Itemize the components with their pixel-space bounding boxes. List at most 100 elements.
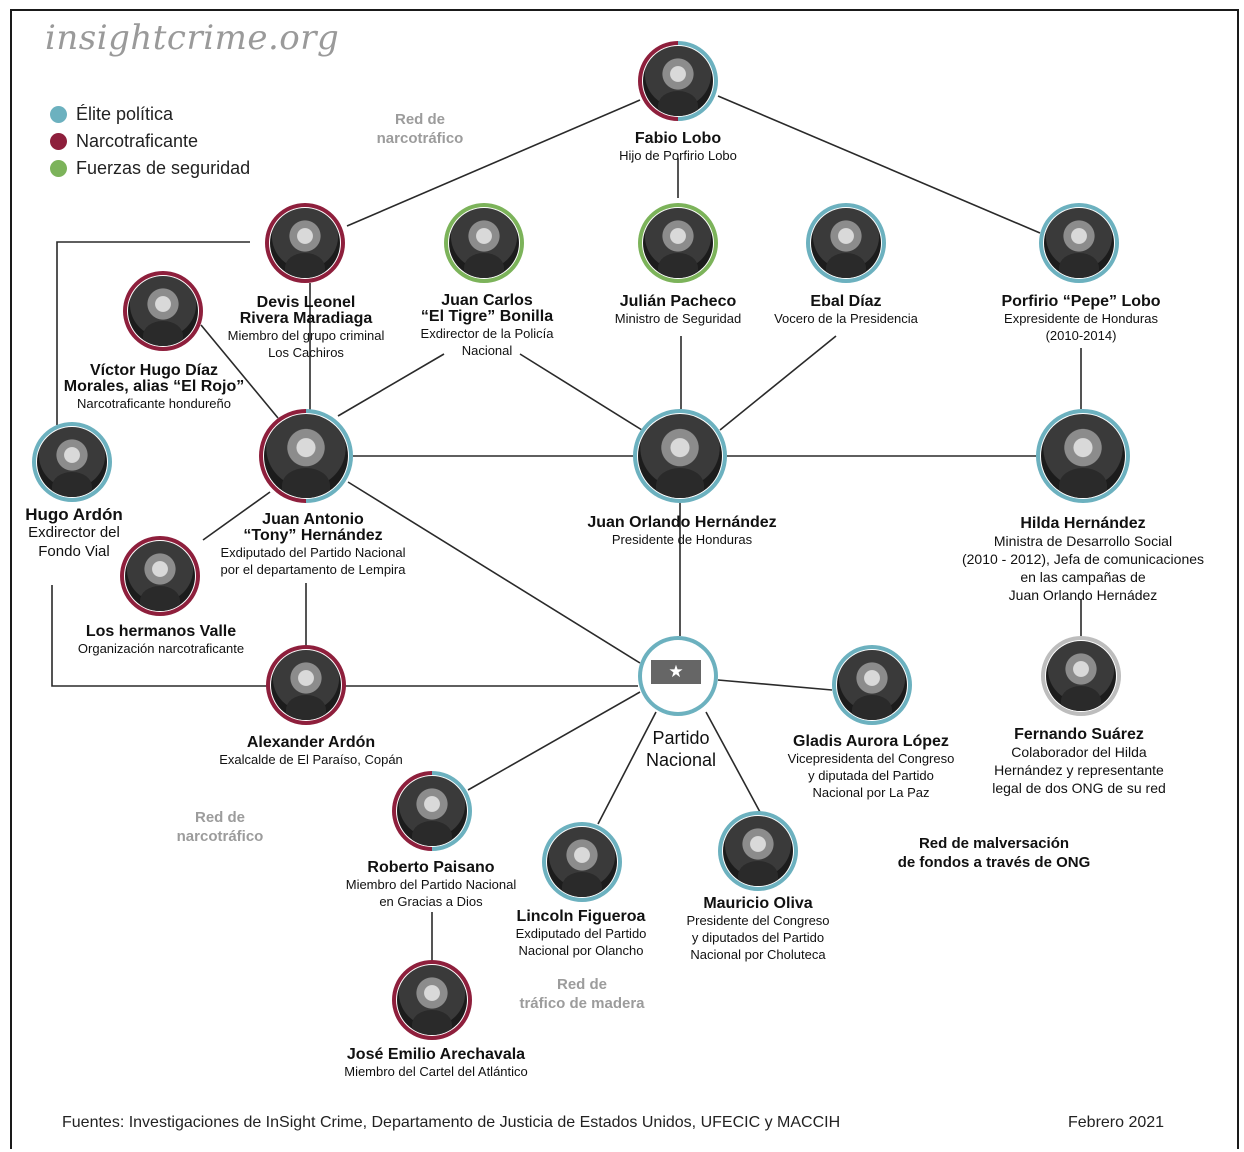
network-label-madera: Red de tráfico de madera bbox=[519, 975, 644, 1013]
node-name: Mauricio Oliva bbox=[703, 895, 813, 912]
portrait-photo bbox=[128, 276, 198, 346]
connection-line bbox=[717, 679, 833, 691]
connection-line bbox=[202, 491, 271, 541]
legend: Élite política Narcotraficante Fuerzas d… bbox=[50, 102, 250, 183]
network-label-line: Red de bbox=[556, 976, 608, 993]
node-description: en Gracias a Dios bbox=[379, 894, 483, 909]
connection-line bbox=[51, 585, 270, 687]
network-label-line: tráfico de madera bbox=[519, 995, 645, 1012]
network-label-ong: Red de malversación de fondos a través de… bbox=[898, 834, 1091, 872]
node-name: Juan Carlos bbox=[441, 292, 533, 309]
node-description: en las campañas de bbox=[1020, 569, 1146, 585]
node-name: “Tony” Hernández bbox=[243, 527, 383, 544]
party-flag-icon: ★ bbox=[651, 660, 701, 684]
node-description: Nacional por Choluteca bbox=[690, 947, 826, 962]
portrait-photo bbox=[643, 46, 713, 116]
portrait-photo bbox=[1046, 641, 1116, 711]
node-description: Fondo Vial bbox=[38, 543, 110, 560]
legend-item-security: Fuerzas de seguridad bbox=[50, 156, 250, 183]
node-name: Ebal Díaz bbox=[810, 293, 882, 310]
node-description: Vocero de la Presidencia bbox=[774, 311, 918, 326]
node-name: “El Tigre” Bonilla bbox=[420, 308, 554, 325]
node-description: (2010 - 2012), Jefa de comunicaciones bbox=[961, 551, 1205, 567]
node-description: Miembro del Partido Nacional bbox=[345, 877, 517, 892]
portrait-photo bbox=[1044, 208, 1114, 278]
node-name: Lincoln Figueroa bbox=[516, 908, 646, 925]
node-roberto bbox=[392, 771, 472, 851]
network-label-line: Red de malversación bbox=[918, 835, 1070, 852]
portrait-photo bbox=[264, 414, 348, 498]
node-tigre bbox=[444, 203, 524, 283]
portrait-photo bbox=[1041, 414, 1125, 498]
portrait-photo bbox=[643, 208, 713, 278]
infographic-frame bbox=[10, 9, 1239, 1149]
node-jose bbox=[392, 960, 472, 1040]
legend-label: Élite política bbox=[76, 104, 174, 124]
portrait-photo bbox=[449, 208, 519, 278]
sources-note: Fuentes: Investigaciones de InSight Crim… bbox=[62, 1114, 841, 1131]
node-victor bbox=[123, 271, 203, 351]
network-label-line: narcotráfico bbox=[376, 130, 464, 147]
node-name: Hilda Hernández bbox=[1020, 515, 1146, 532]
node-name: José Emilio Arechavala bbox=[346, 1046, 526, 1063]
node-fabio bbox=[638, 41, 718, 121]
network-label-narco-bottom: Red de narcotráfico bbox=[177, 808, 264, 846]
node-description: Hijo de Porfirio Lobo bbox=[619, 148, 737, 163]
connection-line bbox=[337, 353, 445, 417]
portrait-photo bbox=[270, 208, 340, 278]
star-icon: ★ bbox=[668, 662, 684, 681]
node-description: Nacional por La Paz bbox=[812, 785, 930, 800]
legend-dot-narco bbox=[50, 133, 67, 150]
node-ebal bbox=[806, 203, 886, 283]
node-description: Miembro del grupo criminal bbox=[227, 328, 385, 343]
node-name: Partido bbox=[652, 728, 710, 748]
network-label-line: de fondos a través de ONG bbox=[897, 854, 1091, 871]
node-description: Ministra de Desarrollo Social bbox=[993, 533, 1173, 549]
network-label-line: Red de bbox=[394, 111, 446, 128]
portrait-photo bbox=[837, 650, 907, 720]
portrait-photo bbox=[638, 414, 722, 498]
connection-line bbox=[467, 691, 641, 791]
network-label-line: narcotráfico bbox=[176, 828, 264, 845]
node-name: Devis Leonel bbox=[256, 294, 356, 311]
node-hugo bbox=[32, 422, 112, 502]
node-lincoln bbox=[542, 822, 622, 902]
node-tony bbox=[259, 409, 353, 503]
node-description: y diputada del Partido bbox=[808, 768, 934, 783]
connection-line bbox=[717, 95, 1041, 234]
node-description: por el departamento de Lempira bbox=[220, 562, 406, 577]
node-name: Hugo Ardón bbox=[25, 505, 123, 524]
node-description: Vicepresidenta del Congreso bbox=[787, 751, 955, 766]
node-description: y diputados del Partido bbox=[691, 930, 825, 945]
node-joh bbox=[633, 409, 727, 503]
node-description: Exdiputado del Partido bbox=[515, 926, 647, 941]
portrait-photo bbox=[547, 827, 617, 897]
node-porfirio bbox=[1039, 203, 1119, 283]
network-label-narco-top: Red de narcotráfico bbox=[377, 110, 464, 148]
node-description: Exdirector de la Policía bbox=[420, 326, 554, 341]
node-description: Expresidente de Honduras bbox=[1004, 311, 1158, 326]
network-label-line: Red de bbox=[194, 809, 246, 826]
legend-dot-security bbox=[50, 160, 67, 177]
connection-line bbox=[597, 711, 657, 825]
node-devis bbox=[265, 203, 345, 283]
connection-line bbox=[719, 335, 837, 431]
portrait-photo bbox=[397, 776, 467, 846]
node-name: Gladis Aurora López bbox=[793, 733, 949, 750]
legend-item-elite: Élite política bbox=[50, 102, 250, 129]
node-name: Roberto Paisano bbox=[367, 859, 495, 876]
